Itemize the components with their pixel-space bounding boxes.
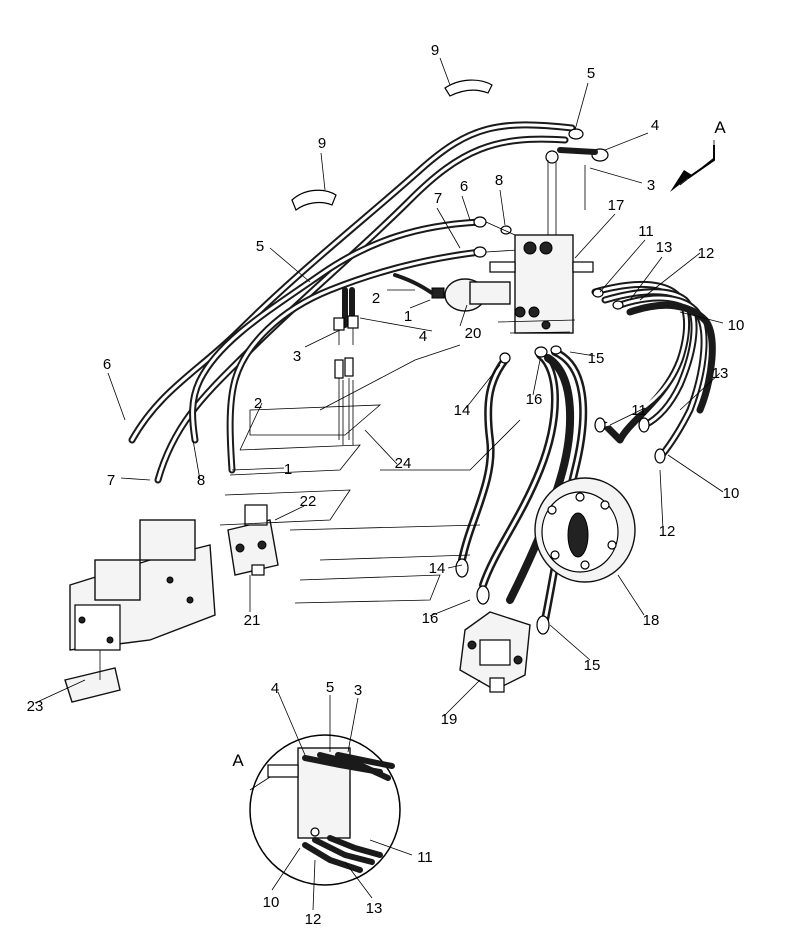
detail-view-a (249, 691, 413, 911)
callout-detail-12: 12 (305, 911, 322, 928)
fittings-top-right (545, 128, 609, 240)
callout-detail-10: 10 (263, 894, 280, 911)
callout-6-mid: 6 (460, 178, 468, 195)
callout-1-left: 1 (284, 461, 292, 478)
callout-21: 21 (244, 612, 261, 629)
callout-detail-13: 13 (366, 900, 383, 917)
callout-14-top: 14 (454, 402, 471, 419)
component-20 (393, 273, 511, 312)
callout-labels: 9 5 4 3 9 6 8 7 17 11 13 12 5 2 1 10 4 2… (27, 42, 745, 928)
callout-24: 24 (395, 455, 412, 472)
valve-block-21 (227, 504, 279, 576)
callout-20: 20 (465, 325, 482, 342)
callout-2-left: 2 (254, 395, 262, 412)
hose-guides-9 (291, 79, 493, 211)
callout-8-mid: 8 (495, 172, 503, 189)
callout-detail-11: 11 (417, 849, 433, 866)
callout-3-top: 3 (647, 177, 655, 194)
callout-3-mid: 3 (293, 348, 301, 365)
callout-17: 17 (608, 197, 625, 214)
callout-16-top: 16 (526, 391, 543, 408)
callout-11-top: 11 (638, 223, 654, 240)
callout-9-mid: 9 (318, 135, 326, 152)
callout-detail-5: 5 (326, 679, 334, 696)
fittings-upper (473, 216, 519, 258)
wheel-motor-18 (534, 477, 636, 583)
frame-outline (219, 404, 521, 604)
callout-11-right: 11 (631, 402, 647, 419)
callout-18: 18 (643, 612, 660, 629)
callout-8-left: 8 (197, 472, 205, 489)
callout-16-bottom: 16 (422, 610, 439, 627)
callout-4-top: 4 (651, 117, 659, 134)
callout-4-mid: 4 (419, 328, 427, 345)
callout-23: 23 (27, 698, 44, 715)
callout-12-right: 12 (659, 523, 676, 540)
callout-detail-4: 4 (271, 680, 279, 697)
hose-bundle-right (591, 280, 716, 464)
view-marker-a: A (714, 118, 726, 137)
callout-19: 19 (441, 711, 458, 728)
callout-15-top: 15 (588, 350, 605, 367)
callout-10-top: 10 (728, 317, 745, 334)
callout-5-top: 5 (587, 65, 595, 82)
callout-7-left: 7 (107, 472, 115, 489)
hose-bundle-lower (455, 345, 588, 635)
leader-lines (34, 57, 724, 717)
callout-1-mid: 1 (404, 308, 412, 325)
callout-5-mid: 5 (256, 238, 264, 255)
view-arrow-a (670, 145, 715, 192)
callout-detail-3: 3 (354, 682, 362, 699)
callout-2-mid: 2 (372, 290, 380, 307)
callout-22: 22 (300, 493, 317, 510)
callout-15-bottom: 15 (584, 657, 601, 674)
hose-bundle-main (128, 121, 576, 484)
callout-7-mid: 7 (434, 190, 442, 207)
control-valve-stack-23 (64, 519, 216, 703)
callout-9-top: 9 (431, 42, 439, 59)
callout-6-left: 6 (103, 356, 111, 373)
callout-14-bottom: 14 (429, 560, 446, 577)
detail-marker-a: A (232, 751, 244, 770)
callout-12-top: 12 (698, 245, 715, 262)
callout-13-top: 13 (656, 239, 673, 256)
hose-pair-center (333, 287, 359, 445)
motor-19 (459, 611, 531, 693)
callout-10-right: 10 (723, 485, 740, 502)
callout-13-right: 13 (712, 365, 729, 382)
valve-block-17 (489, 234, 594, 334)
